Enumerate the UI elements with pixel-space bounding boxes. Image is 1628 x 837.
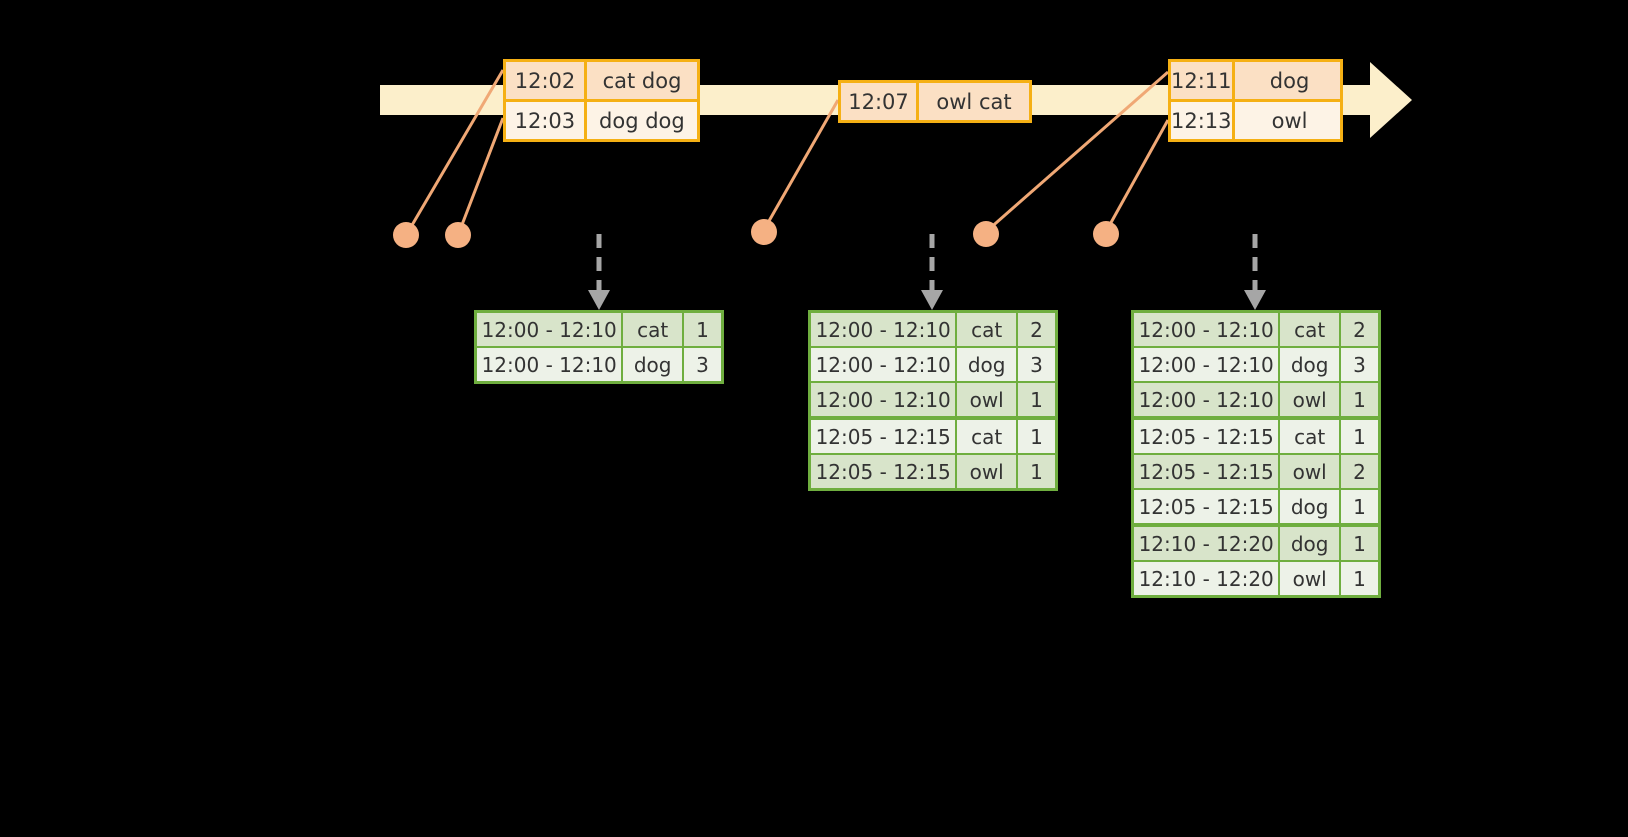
connector-line-5 — [1106, 119, 1170, 229]
result-table-2[interactable]: 12:00 - 12:10 cat 2 12:00 - 12:10 dog 3 … — [808, 310, 1058, 491]
cell-count: 3 — [1353, 352, 1366, 377]
table-arrow-3 — [1244, 234, 1266, 310]
table-row[interactable]: 12:00 - 12:10 dog 3 — [811, 348, 1055, 383]
table-row[interactable]: 12:10 - 12:20 dog 1 — [1134, 527, 1378, 562]
result-table-3[interactable]: 12:00 - 12:10 cat 2 12:00 - 12:10 dog 3 … — [1131, 310, 1381, 598]
cell-word: owl — [1280, 455, 1341, 488]
cell-word: owl — [957, 455, 1018, 488]
table-row[interactable]: 12:05 - 12:15 owl 1 — [811, 455, 1055, 488]
table-arrows — [588, 234, 1266, 310]
cell-count: 1 — [696, 317, 709, 342]
cell-word: cat — [1280, 313, 1341, 346]
table-row[interactable]: 12:00 - 12:10 cat 2 — [1134, 313, 1378, 348]
cell-window: 12:05 - 12:15 — [1134, 490, 1281, 523]
connector-line-3 — [763, 99, 840, 229]
connector-dots — [393, 219, 1119, 248]
table-row[interactable]: 12:05 - 12:15 dog 1 — [1134, 490, 1378, 527]
cell-word: dog — [1280, 348, 1341, 381]
cell-window: 12:10 - 12:20 — [1134, 527, 1281, 560]
cell-count: 3 — [1030, 352, 1043, 377]
cell-window: 12:05 - 12:15 — [811, 420, 958, 453]
cell-count: 3 — [696, 352, 709, 377]
cell-word: cat — [957, 420, 1018, 453]
event-time: 12:13 — [1171, 102, 1235, 139]
event-dot-5 — [1093, 221, 1119, 247]
cell-word: owl — [957, 383, 1018, 416]
cell-word: dog — [957, 348, 1018, 381]
cell-window: 12:00 - 12:10 — [1134, 313, 1281, 346]
result-table-1[interactable]: 12:00 - 12:10 cat 1 12:00 - 12:10 dog 3 — [474, 310, 724, 384]
table-row[interactable]: 12:05 - 12:15 cat 1 — [1134, 420, 1378, 455]
cell-window: 12:05 - 12:15 — [811, 455, 958, 488]
event-row[interactable]: 12:07 owl cat — [841, 83, 1029, 120]
cell-window: 12:00 - 12:10 — [1134, 348, 1281, 381]
cell-window: 12:10 - 12:20 — [1134, 562, 1281, 595]
cell-count: 1 — [1353, 531, 1366, 556]
event-row[interactable]: 12:11 dog — [1171, 62, 1340, 99]
event-time: 12:07 — [841, 83, 919, 120]
cell-count: 1 — [1353, 494, 1366, 519]
cell-count: 1 — [1353, 424, 1366, 449]
event-time: 12:03 — [506, 102, 587, 139]
table-row[interactable]: 12:05 - 12:15 owl 2 — [1134, 455, 1378, 490]
event-dot-1 — [393, 222, 419, 248]
table-row[interactable]: 12:10 - 12:20 owl 1 — [1134, 562, 1378, 595]
cell-count: 1 — [1353, 387, 1366, 412]
event-words: dog — [1269, 68, 1310, 93]
event-words: dog dog — [599, 108, 685, 133]
cell-window: 12:00 - 12:10 — [811, 348, 958, 381]
event-dot-2 — [445, 222, 471, 248]
cell-count: 2 — [1353, 317, 1366, 342]
table-row[interactable]: 12:00 - 12:10 dog 3 — [1134, 348, 1378, 383]
cell-count: 1 — [1030, 459, 1043, 484]
table-row[interactable]: 12:00 - 12:10 dog 3 — [477, 348, 721, 381]
table-row[interactable]: 12:00 - 12:10 cat 2 — [811, 313, 1055, 348]
cell-window: 12:00 - 12:10 — [477, 313, 624, 346]
cell-word: dog — [1280, 527, 1341, 560]
event-time: 12:11 — [1171, 62, 1235, 99]
event-group-3[interactable]: 12:11 dog 12:13 owl — [1168, 59, 1343, 142]
cell-window: 12:00 - 12:10 — [1134, 383, 1281, 416]
event-time: 12:02 — [506, 62, 587, 99]
table-arrow-1 — [588, 234, 610, 310]
cell-word: owl — [1280, 383, 1341, 416]
cell-word: cat — [957, 313, 1018, 346]
cell-window: 12:05 - 12:15 — [1134, 420, 1281, 453]
cell-word: dog — [623, 348, 684, 381]
table-row[interactable]: 12:00 - 12:10 owl 1 — [811, 383, 1055, 420]
table-row[interactable]: 12:05 - 12:15 cat 1 — [811, 420, 1055, 455]
event-words: owl cat — [936, 89, 1012, 114]
table-arrow-2 — [921, 234, 943, 310]
event-dot-3 — [751, 219, 777, 245]
cell-word: cat — [1280, 420, 1341, 453]
cell-window: 12:00 - 12:10 — [811, 313, 958, 346]
cell-word: dog — [1280, 490, 1341, 523]
event-words: cat dog — [602, 68, 682, 93]
event-group-2[interactable]: 12:07 owl cat — [838, 80, 1032, 123]
cell-word: owl — [1280, 562, 1341, 595]
connector-line-1 — [406, 69, 505, 233]
cell-count: 1 — [1030, 424, 1043, 449]
connector-line-2 — [458, 117, 505, 231]
cell-window: 12:05 - 12:15 — [1134, 455, 1281, 488]
event-dot-4 — [973, 221, 999, 247]
table-row[interactable]: 12:00 - 12:10 cat 1 — [477, 313, 721, 348]
cell-window: 12:00 - 12:10 — [811, 383, 958, 416]
cell-word: cat — [623, 313, 684, 346]
cell-window: 12:00 - 12:10 — [477, 348, 624, 381]
cell-count: 1 — [1030, 387, 1043, 412]
cell-count: 2 — [1353, 459, 1366, 484]
cell-count: 1 — [1353, 566, 1366, 591]
event-group-1[interactable]: 12:02 cat dog 12:03 dog dog — [503, 59, 700, 142]
table-row[interactable]: 12:00 - 12:10 owl 1 — [1134, 383, 1378, 420]
cell-count: 2 — [1030, 317, 1043, 342]
event-row[interactable]: 12:02 cat dog — [506, 62, 697, 99]
event-words: owl — [1271, 108, 1308, 133]
event-row[interactable]: 12:13 owl — [1171, 99, 1340, 139]
event-row[interactable]: 12:03 dog dog — [506, 99, 697, 139]
